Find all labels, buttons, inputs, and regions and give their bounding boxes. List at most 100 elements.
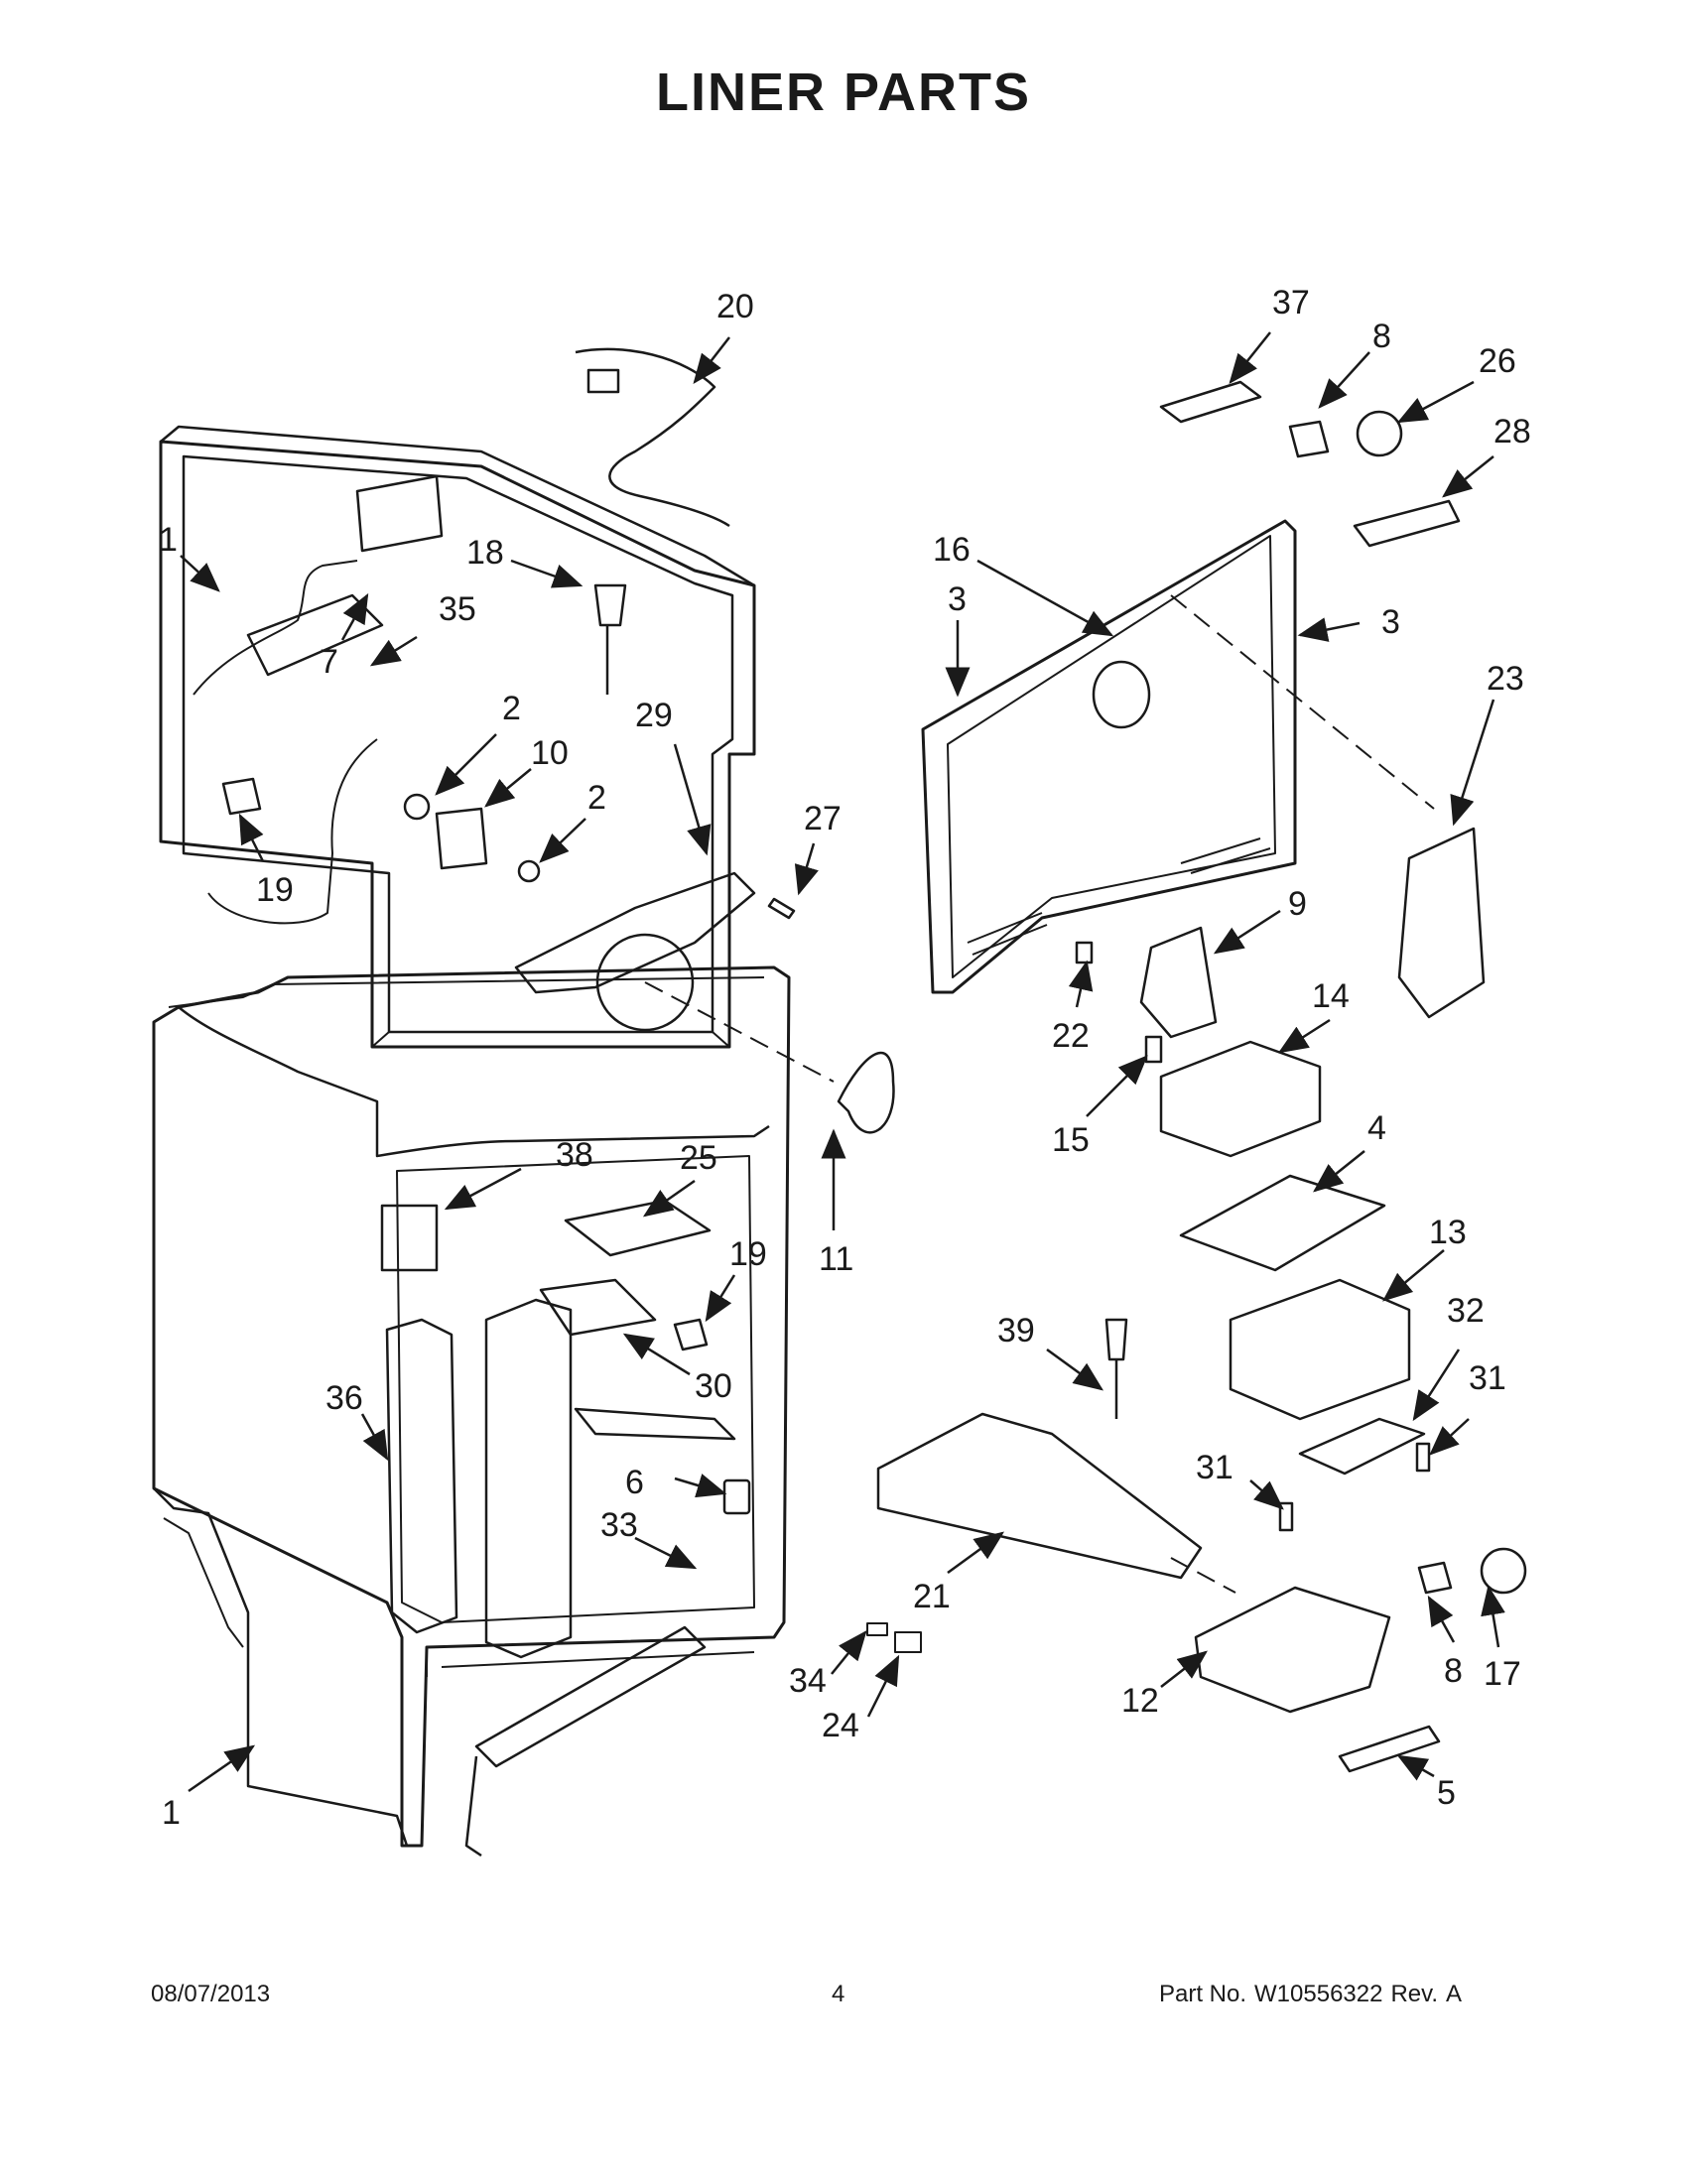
callout-6: 6	[625, 1464, 644, 1501]
callout-10: 10	[531, 734, 569, 772]
bulb-2-shape	[1480, 1547, 1527, 1595]
freezer-liner	[159, 425, 756, 1049]
rev-label: Rev.	[1390, 1981, 1439, 2007]
leader-24	[866, 1654, 900, 1718]
socket-2-shape	[673, 1318, 709, 1351]
callout-30: 30	[695, 1367, 732, 1405]
callout-26: 26	[1479, 342, 1516, 380]
light-socket-3-shape	[1288, 420, 1330, 458]
leader-23	[1450, 699, 1495, 827]
screw-shape	[767, 897, 796, 920]
light-socket-4-shape	[1417, 1561, 1453, 1595]
callout-1: 1	[159, 521, 178, 559]
callout-2: 2	[502, 690, 521, 727]
fresh-food-duct-shape	[385, 1318, 458, 1634]
light-shield-shape	[355, 474, 444, 553]
rear-panel	[921, 519, 1297, 994]
leader-7	[340, 592, 369, 641]
label-shape	[894, 1631, 922, 1653]
alignment-line-cover	[1170, 1557, 1236, 1594]
control-board-shape	[1179, 1174, 1386, 1272]
motor-shape	[435, 807, 488, 870]
callout-25: 25	[680, 1139, 717, 1177]
screw-3-shape	[1144, 1035, 1163, 1064]
callout-31: 31	[1469, 1359, 1506, 1397]
callout-20: 20	[716, 288, 754, 325]
bulb-shape	[1356, 410, 1403, 457]
callout-29: 29	[635, 697, 673, 734]
wire-harness-shape	[575, 347, 730, 528]
leader-35	[369, 635, 418, 667]
callout-38: 38	[556, 1136, 593, 1174]
rev-value: A	[1446, 1981, 1463, 2007]
leader-18	[510, 559, 584, 588]
thermistor-shape	[593, 583, 627, 695]
callout-28: 28	[1493, 413, 1531, 450]
callout-8: 8	[1444, 1652, 1463, 1690]
callout-16: 16	[933, 531, 971, 569]
callout-37: 37	[1272, 284, 1310, 321]
filter-cartridge-shape	[722, 1478, 751, 1515]
callout-39: 39	[997, 1312, 1035, 1349]
callout-11: 11	[819, 1240, 853, 1278]
light-socket-shape	[221, 777, 262, 816]
air-tower-top-shape	[539, 1278, 657, 1337]
callout-27: 27	[804, 800, 842, 837]
leader-8b	[1427, 1595, 1456, 1643]
callout-14: 14	[1312, 977, 1350, 1015]
leader-20	[693, 336, 730, 384]
leader-17	[1481, 1585, 1505, 1648]
leader-9	[1213, 909, 1281, 955]
leader-15	[1086, 1055, 1148, 1117]
leader-31a	[1429, 1418, 1470, 1456]
callout-21: 21	[913, 1578, 951, 1615]
leader-1b	[188, 1744, 256, 1793]
leader-34	[831, 1630, 867, 1675]
cold-control-housing-shape	[1194, 1586, 1391, 1714]
callout-35: 35	[439, 590, 476, 628]
damper-washer-shape	[403, 793, 431, 821]
page-title: LINER PARTS	[655, 63, 1031, 122]
crisper-cover-shape	[876, 1412, 1203, 1580]
callout-34: 34	[789, 1662, 827, 1700]
fan-bracket-shape	[514, 871, 756, 994]
callout-23: 23	[1487, 660, 1524, 698]
leader-3b	[1297, 617, 1361, 642]
part-no-label: Part No.	[1159, 1981, 1247, 2007]
leader-13	[1382, 1249, 1445, 1302]
leader-21	[947, 1531, 1005, 1575]
light-lens-2-shape	[1338, 1725, 1441, 1773]
alignment-line-duct	[1170, 594, 1435, 810]
leader-27	[794, 842, 819, 896]
callout-9: 9	[1288, 885, 1307, 923]
leader-38	[444, 1167, 522, 1211]
thermistor-2-shape	[1104, 1318, 1128, 1419]
callout-17: 17	[1484, 1655, 1521, 1693]
leader-36	[360, 1413, 389, 1462]
callout-5: 5	[1437, 1774, 1456, 1812]
control-cover-shape	[1159, 1040, 1322, 1158]
leader-39	[1046, 1348, 1104, 1391]
leader-8a	[1318, 351, 1370, 409]
callout-36: 36	[325, 1379, 363, 1417]
fresh-food-liner	[152, 965, 791, 1848]
callout-24: 24	[822, 1707, 859, 1744]
lamp-lens-shape	[1159, 380, 1262, 424]
callout-19: 19	[729, 1235, 767, 1273]
air-tower-shape	[484, 1298, 573, 1659]
leader-25	[642, 1179, 696, 1218]
callout-19: 19	[256, 871, 294, 909]
callout-18: 18	[466, 534, 504, 572]
callout-33: 33	[600, 1506, 638, 1544]
leader-32	[1412, 1349, 1461, 1422]
leader-1a	[180, 555, 220, 592]
callout-2: 2	[587, 779, 606, 817]
leader-4	[1313, 1150, 1365, 1193]
leader-29	[673, 743, 712, 856]
harness-connector-shape	[586, 368, 620, 394]
leader-14	[1277, 1018, 1331, 1054]
leader-10	[484, 768, 532, 808]
leader-26	[1396, 380, 1475, 424]
leader-33	[634, 1536, 698, 1570]
leader-31b	[1249, 1479, 1284, 1510]
